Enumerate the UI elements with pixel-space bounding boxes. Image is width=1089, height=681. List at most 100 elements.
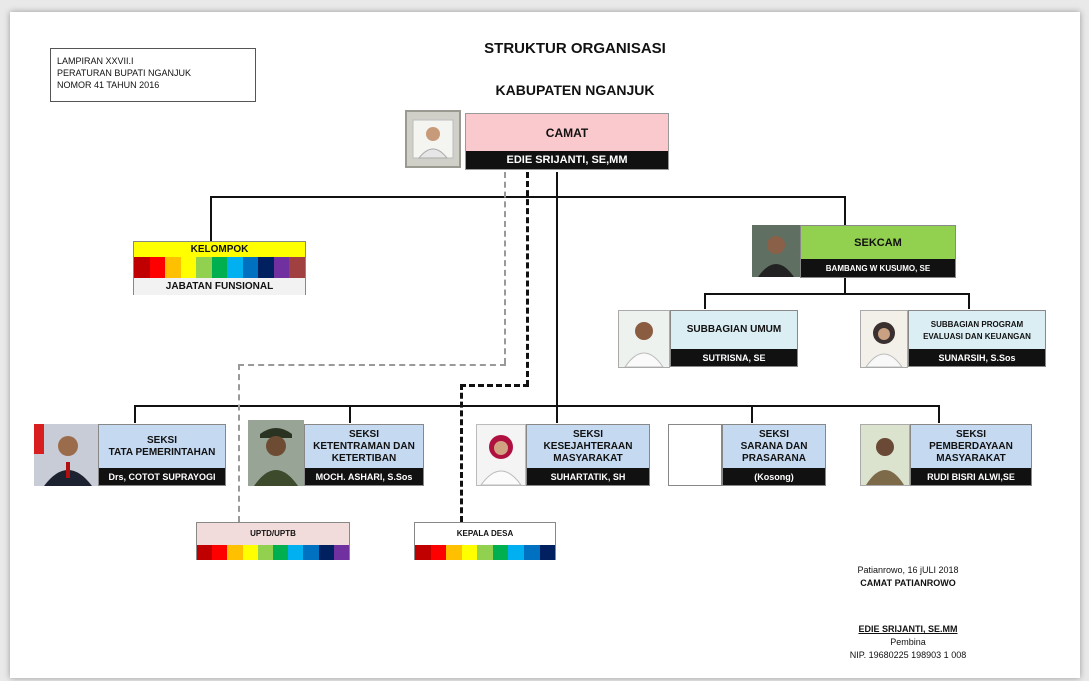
connector-seksi-4 <box>751 405 753 423</box>
seksi-sarana-box: SEKSI SARANA DAN PRASARANA (Kosong) <box>722 424 826 486</box>
seksi-tata-pemerintahan-box: SEKSI TATA PEMERINTAHAN Drs, COTOT SUPRA… <box>98 424 226 486</box>
uptd-color-strip <box>197 545 350 560</box>
connector-seksi-1 <box>134 405 136 423</box>
reference-line: NOMOR 41 TAHUN 2016 <box>57 80 160 90</box>
connector-sekcam <box>844 196 846 226</box>
seksi-pemberdayaan-photo <box>860 424 910 486</box>
subbagian-umum-box: SUBBAGIAN UMUM SUTRISNA, SE <box>670 310 798 367</box>
color-swatch <box>477 545 493 560</box>
subbagian-umum-photo <box>618 310 670 368</box>
connector-subbagian-umum <box>704 293 706 309</box>
dashed-connector-uptd <box>238 364 506 366</box>
person-icon <box>861 425 909 485</box>
color-swatch <box>257 545 274 560</box>
seksi-ketentraman-box: SEKSI KETENTRAMAN DAN KETERTIBAN MOCH. A… <box>304 424 424 486</box>
dashed-connector-uptd <box>238 364 240 522</box>
title-line: EVALUASI DAN KEUANGAN <box>923 332 1031 341</box>
camat-name: EDIE SRIJANTI, SE,MM <box>466 151 668 169</box>
person-icon <box>752 225 800 277</box>
kepala-desa-box: KEPALA DESA <box>414 522 556 560</box>
connector-kelompok <box>210 196 212 242</box>
color-swatch <box>523 545 540 560</box>
camat-box: CAMAT EDIE SRIJANTI, SE,MM <box>465 113 669 170</box>
color-swatch <box>258 257 274 278</box>
seksi-kesejahteraan-photo <box>476 424 526 486</box>
seksi-line: SEKSI <box>758 429 789 440</box>
seksi-title: SEKSI KETENTRAMAN DAN KETERTIBAN <box>305 425 423 469</box>
reference-line: LAMPIRAN XXVII.I <box>57 56 134 66</box>
connector-seksi-5 <box>938 405 940 423</box>
dashed-connector-kepala-desa <box>460 384 529 387</box>
seksi-line: MASYARAKAT <box>553 453 623 464</box>
seksi-line: SEKSI <box>146 435 177 446</box>
connector-seksi-2 <box>349 405 351 423</box>
color-swatch <box>165 257 181 278</box>
page-title: STRUKTUR ORGANISASI <box>484 40 666 57</box>
dashed-connector-kepala-desa <box>526 172 529 386</box>
sekcam-photo <box>752 225 800 277</box>
kepala-desa-color-strip <box>415 545 556 560</box>
color-swatch <box>134 257 150 278</box>
seksi-name: SUHARTATIK, SH <box>527 468 649 485</box>
color-swatch <box>318 545 334 560</box>
signature-name: EDIE SRIJANTI, SE.MM <box>858 624 958 634</box>
seksi-title: SEKSI PEMBERDAYAAN MASYARAKAT <box>911 425 1031 469</box>
color-swatch <box>333 545 350 560</box>
subbagian-umum-title: SUBBAGIAN UMUM <box>686 324 782 335</box>
color-swatch <box>180 257 197 278</box>
uptd-box: UPTD/UPTB <box>196 522 350 560</box>
subbagian-program-name: SUNARSIH, S.Sos <box>909 349 1045 366</box>
sekcam-title: SEKCAM <box>854 237 902 249</box>
seksi-line: SEKSI <box>955 429 986 440</box>
connector-subbagian-program <box>968 293 970 309</box>
person-icon <box>34 424 98 486</box>
seksi-line: PRASARANA <box>742 453 806 464</box>
seksi-title: SEKSI TATA PEMERINTAHAN <box>99 425 225 469</box>
person-icon <box>412 119 454 159</box>
color-swatch <box>273 545 289 560</box>
person-icon <box>861 311 907 367</box>
seksi-name: RUDI BISRI ALWI,SE <box>911 468 1031 485</box>
seksi-title: SEKSI KESEJAHTERAAN MASYARAKAT <box>527 425 649 469</box>
person-icon <box>477 425 525 485</box>
seksi-line: SEKSI <box>572 429 603 440</box>
kelompok-title: KELOMPOK <box>134 242 305 257</box>
sekcam-name: BAMBANG W KUSUMO, SE <box>801 259 955 277</box>
seksi-line: TATA PEMERINTAHAN <box>108 447 216 458</box>
subbagian-program-photo <box>860 310 908 368</box>
reference-box: LAMPIRAN XXVII.I PERATURAN BUPATI NGANJU… <box>50 48 256 102</box>
document-page: LAMPIRAN XXVII.I PERATURAN BUPATI NGANJU… <box>10 12 1080 678</box>
title-line: SUBBAGIAN PROGRAM <box>930 320 1024 329</box>
seksi-line: KETERTIBAN <box>331 453 397 464</box>
color-swatch <box>303 545 319 560</box>
subbagian-umum-name: SUTRISNA, SE <box>671 349 797 366</box>
color-swatch <box>446 545 462 560</box>
signature-rank: Pembina <box>890 637 926 647</box>
connector-subbagian-horizontal <box>704 293 970 295</box>
connector-sekcam-down <box>844 278 846 294</box>
seksi-ketentraman-photo <box>248 420 304 486</box>
color-swatch <box>508 545 524 560</box>
color-swatch <box>539 545 556 560</box>
seksi-name: Drs, COTOT SUPRAYOGI <box>99 468 225 485</box>
subbagian-program-box: SUBBAGIAN PROGRAM EVALUASI DAN KEUANGAN … <box>908 310 1046 367</box>
seksi-kesejahteraan-box: SEKSI KESEJAHTERAAN MASYARAKAT SUHARTATI… <box>526 424 650 486</box>
dashed-connector-kepala-desa <box>460 384 463 522</box>
sekcam-box: SEKCAM BAMBANG W KUSUMO, SE <box>800 225 956 278</box>
color-swatch <box>242 257 259 278</box>
camat-title: CAMAT <box>545 126 589 140</box>
seksi-line: PEMBERDAYAAN <box>929 441 1013 452</box>
color-swatch <box>197 545 213 560</box>
color-swatch <box>211 257 228 278</box>
color-swatch <box>196 257 212 278</box>
person-icon <box>619 311 669 367</box>
color-swatch <box>227 545 243 560</box>
camat-photo <box>405 110 461 168</box>
seksi-line: SARANA DAN <box>740 441 808 452</box>
seksi-line: KETENTRAMAN DAN <box>313 441 415 452</box>
page-subtitle: KABUPATEN NGANJUK <box>495 82 655 98</box>
person-icon <box>248 420 304 486</box>
color-swatch <box>492 545 509 560</box>
connector-seksi-horizontal <box>134 405 940 407</box>
uptd-title: UPTD/UPTB <box>197 523 349 545</box>
